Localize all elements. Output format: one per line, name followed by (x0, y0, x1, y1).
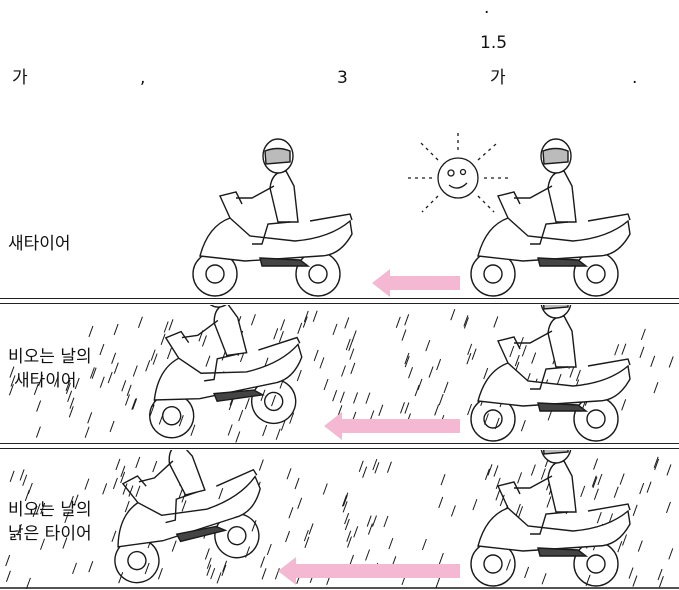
scooter-rider-icon (148, 305, 303, 439)
panel-label: 비오는 날의 낡은 타이어 (8, 498, 92, 546)
label-line-2: 새타이어 (14, 371, 77, 391)
scooter-rider-icon (470, 305, 631, 442)
scooter-rider-icon (470, 450, 631, 587)
panel-rain-worn-tire: 비오는 날의 낡은 타이어 (0, 450, 679, 590)
caption-dot: . (484, 0, 490, 18)
road-divider (0, 298, 679, 304)
caption-ga-left: 가 (12, 68, 28, 88)
left-arrow-icon (372, 269, 460, 297)
label-line-1: 비오는 날의 (8, 347, 92, 367)
panel-art (192, 130, 631, 297)
caption-comma: , (140, 68, 146, 88)
panel-label: 비오는 날의 새타이어 (8, 345, 92, 393)
left-arrow-icon (324, 412, 460, 440)
panel-label: 새타이어 (8, 232, 71, 256)
scooter-rider-icon (192, 138, 353, 297)
panel-art (8, 305, 674, 443)
caption-number: 1.5 (480, 33, 508, 53)
panel-art (0, 450, 679, 590)
sun-icon (406, 130, 508, 213)
caption-three: 3 (337, 68, 348, 88)
road-divider (0, 443, 679, 449)
label-line-2: 낡은 타이어 (8, 524, 92, 544)
left-arrow-icon (278, 557, 460, 585)
caption-ga-right: 가 (490, 68, 506, 88)
caption-period: . (632, 68, 638, 88)
panel-rain-new-tire: 비오는 날의 새타이어 (0, 305, 679, 445)
scooter-rider-icon (114, 450, 261, 584)
label-line-1: 새타이어 (8, 234, 71, 254)
label-line-1: 비오는 날의 (8, 500, 92, 520)
scooter-rider-icon (470, 138, 631, 297)
panel-new-tire: 새타이어 (0, 130, 679, 300)
